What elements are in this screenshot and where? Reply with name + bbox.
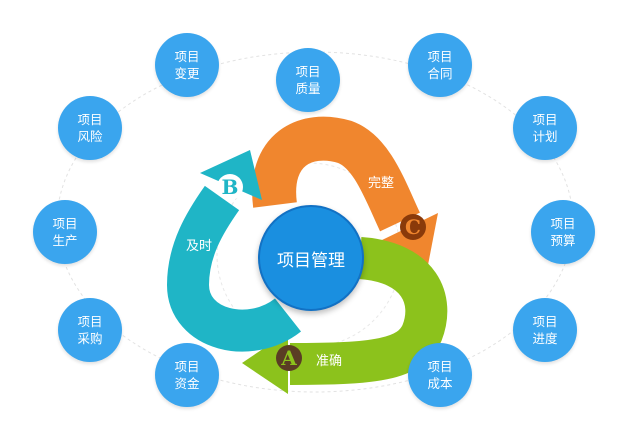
label-accurate: 准确 [316, 354, 343, 369]
letter-c-badge: C [400, 214, 426, 240]
node-production: 项目生产 [33, 200, 97, 264]
node-progress: 项目进度 [513, 298, 577, 362]
node-line: 项目 [532, 112, 558, 127]
node-risk: 项目风险 [58, 96, 122, 160]
node-line: 项目 [77, 112, 103, 127]
node-procurement: 项目采购 [58, 298, 122, 362]
letter-a-badge: A [276, 345, 302, 371]
node-line: 成本 [427, 376, 453, 391]
node-contract: 项目合同 [408, 33, 472, 97]
node-line: 生产 [52, 233, 78, 248]
node-budget: 项目预算 [531, 200, 595, 264]
node-line: 项目 [295, 64, 321, 79]
arrow-a-green [242, 237, 448, 394]
label-timely: 及时 [186, 239, 213, 254]
node-line: 预算 [550, 233, 576, 248]
center-node: 项目管理 [258, 205, 364, 311]
node-line: 项目 [174, 49, 200, 64]
node-line: 合同 [427, 66, 453, 81]
node-line: 项目 [427, 49, 453, 64]
letter-b-badge: B [217, 174, 243, 200]
node-line: 质量 [295, 81, 321, 96]
node-line: 项目 [77, 314, 103, 329]
node-line: 风险 [77, 129, 103, 144]
node-funds: 项目资金 [155, 343, 219, 407]
node-line: 变更 [174, 66, 200, 81]
node-line: 项目 [427, 359, 453, 374]
node-line: 计划 [532, 129, 558, 144]
node-line: 项目 [174, 359, 200, 374]
node-line: 进度 [532, 331, 558, 346]
node-cost: 项目成本 [408, 343, 472, 407]
node-line: 项目 [550, 216, 576, 231]
node-line: 资金 [174, 376, 200, 391]
node-line: 项目 [532, 314, 558, 329]
node-plan: 项目计划 [513, 96, 577, 160]
label-complete: 完整 [368, 176, 395, 191]
node-line: 采购 [77, 331, 103, 346]
node-quality: 项目质量 [276, 48, 340, 112]
node-line: 项目 [52, 216, 78, 231]
node-change: 项目变更 [155, 33, 219, 97]
